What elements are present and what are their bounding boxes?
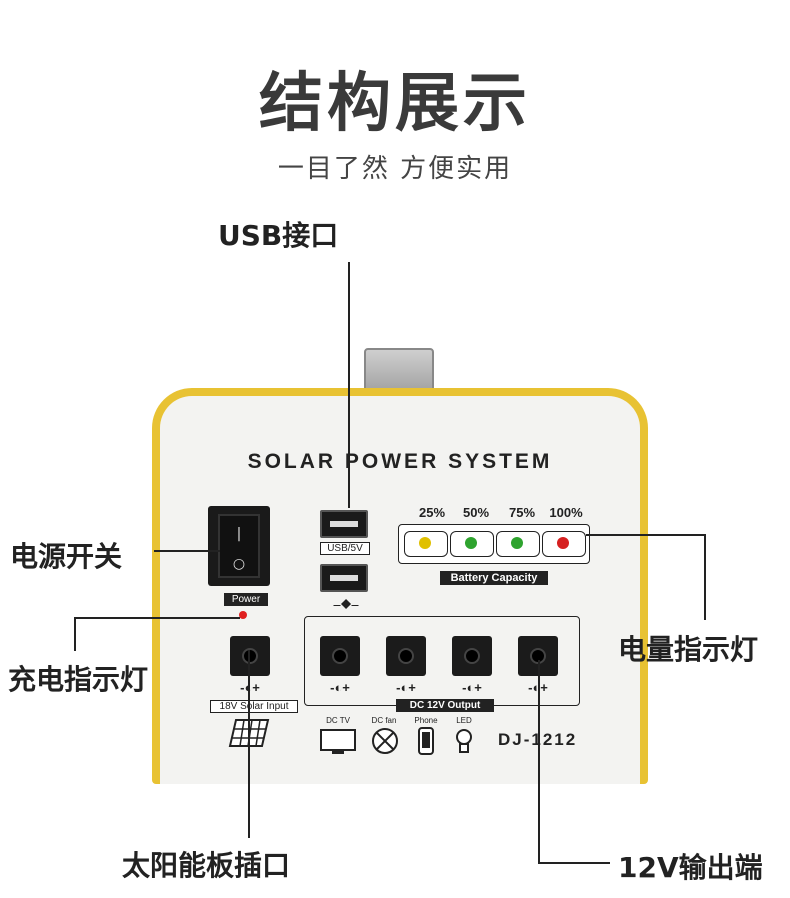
- led-50: [465, 537, 477, 549]
- page-subtitle: 一目了然 方便实用: [277, 154, 513, 184]
- dc-output-callout-line-h: [538, 862, 610, 864]
- battery-level-100: 100%: [549, 505, 583, 520]
- bulb-icon: [456, 729, 472, 753]
- dc-output-jack-1[interactable]: [320, 636, 360, 676]
- power-switch-callout: 电源开关: [10, 540, 123, 573]
- charge-led: [239, 611, 247, 619]
- power-label: Power: [224, 593, 268, 606]
- dc-output-label: DC 12V Output: [396, 699, 494, 712]
- charge-indicator-callout: 充电指示灯: [8, 663, 149, 696]
- usb-port-1[interactable]: [320, 510, 368, 538]
- usb-symbol-icon: ⎯◆⎯: [333, 596, 359, 612]
- polarity-icon: -◐+: [330, 680, 350, 695]
- page-title: 结构展示: [259, 67, 531, 141]
- load-label-tv: DC TV: [326, 716, 350, 725]
- polarity-icon: -◐+: [240, 680, 260, 695]
- battery-level-25: 25%: [418, 505, 446, 520]
- capacity-cell-50: [450, 531, 494, 557]
- fan-icon: [372, 728, 398, 754]
- power-callout-line: [154, 550, 220, 552]
- load-label-led: LED: [456, 716, 472, 725]
- battery-level-50: 50%: [462, 505, 490, 520]
- load-label-fan: DC fan: [371, 716, 397, 725]
- phone-icon: [418, 727, 434, 755]
- capacity-indicator-callout: 电量指示灯: [618, 633, 759, 666]
- tv-icon: [320, 729, 356, 754]
- capacity-callout-line-h: [586, 534, 706, 536]
- polarity-icon: -◐+: [462, 680, 482, 695]
- usb-callout-line: [348, 262, 350, 508]
- solar-input-label: 18V Solar Input: [210, 700, 298, 713]
- model-number: DJ-1212: [498, 730, 577, 750]
- power-switch[interactable]: | ○: [218, 514, 260, 578]
- dc-output-jack-3[interactable]: [452, 636, 492, 676]
- charge-callout-line-h: [74, 617, 240, 619]
- load-label-phone: Phone: [414, 716, 438, 725]
- polarity-icon: -◐+: [396, 680, 416, 695]
- dc-output-callout-line-v: [538, 660, 540, 864]
- capacity-cell-25: [404, 531, 448, 557]
- battery-level-75: 75%: [508, 505, 536, 520]
- usb-port-2[interactable]: [320, 564, 368, 592]
- charge-callout-line-v: [74, 617, 76, 651]
- usb-label: USB/5V: [320, 542, 370, 555]
- dc-output-callout: 12V输出端: [618, 851, 763, 884]
- solar-input-callout: 太阳能板插口: [122, 849, 291, 882]
- battery-capacity-caption: Battery Capacity: [440, 571, 548, 585]
- brand-text: SOLAR POWER SYSTEM: [247, 450, 553, 473]
- capacity-callout-line-v: [704, 534, 706, 620]
- usb-callout: USB接口: [218, 219, 339, 252]
- capacity-cell-100: [542, 531, 586, 557]
- dc-output-jack-2[interactable]: [386, 636, 426, 676]
- solar-input-jack[interactable]: [230, 636, 270, 676]
- solar-callout-line: [248, 650, 250, 838]
- led-75: [511, 537, 523, 549]
- power-station-body: [152, 388, 648, 784]
- capacity-cell-75: [496, 531, 540, 557]
- solar-panel-icon: [228, 719, 270, 747]
- led-100: [557, 537, 569, 549]
- led-25: [419, 537, 431, 549]
